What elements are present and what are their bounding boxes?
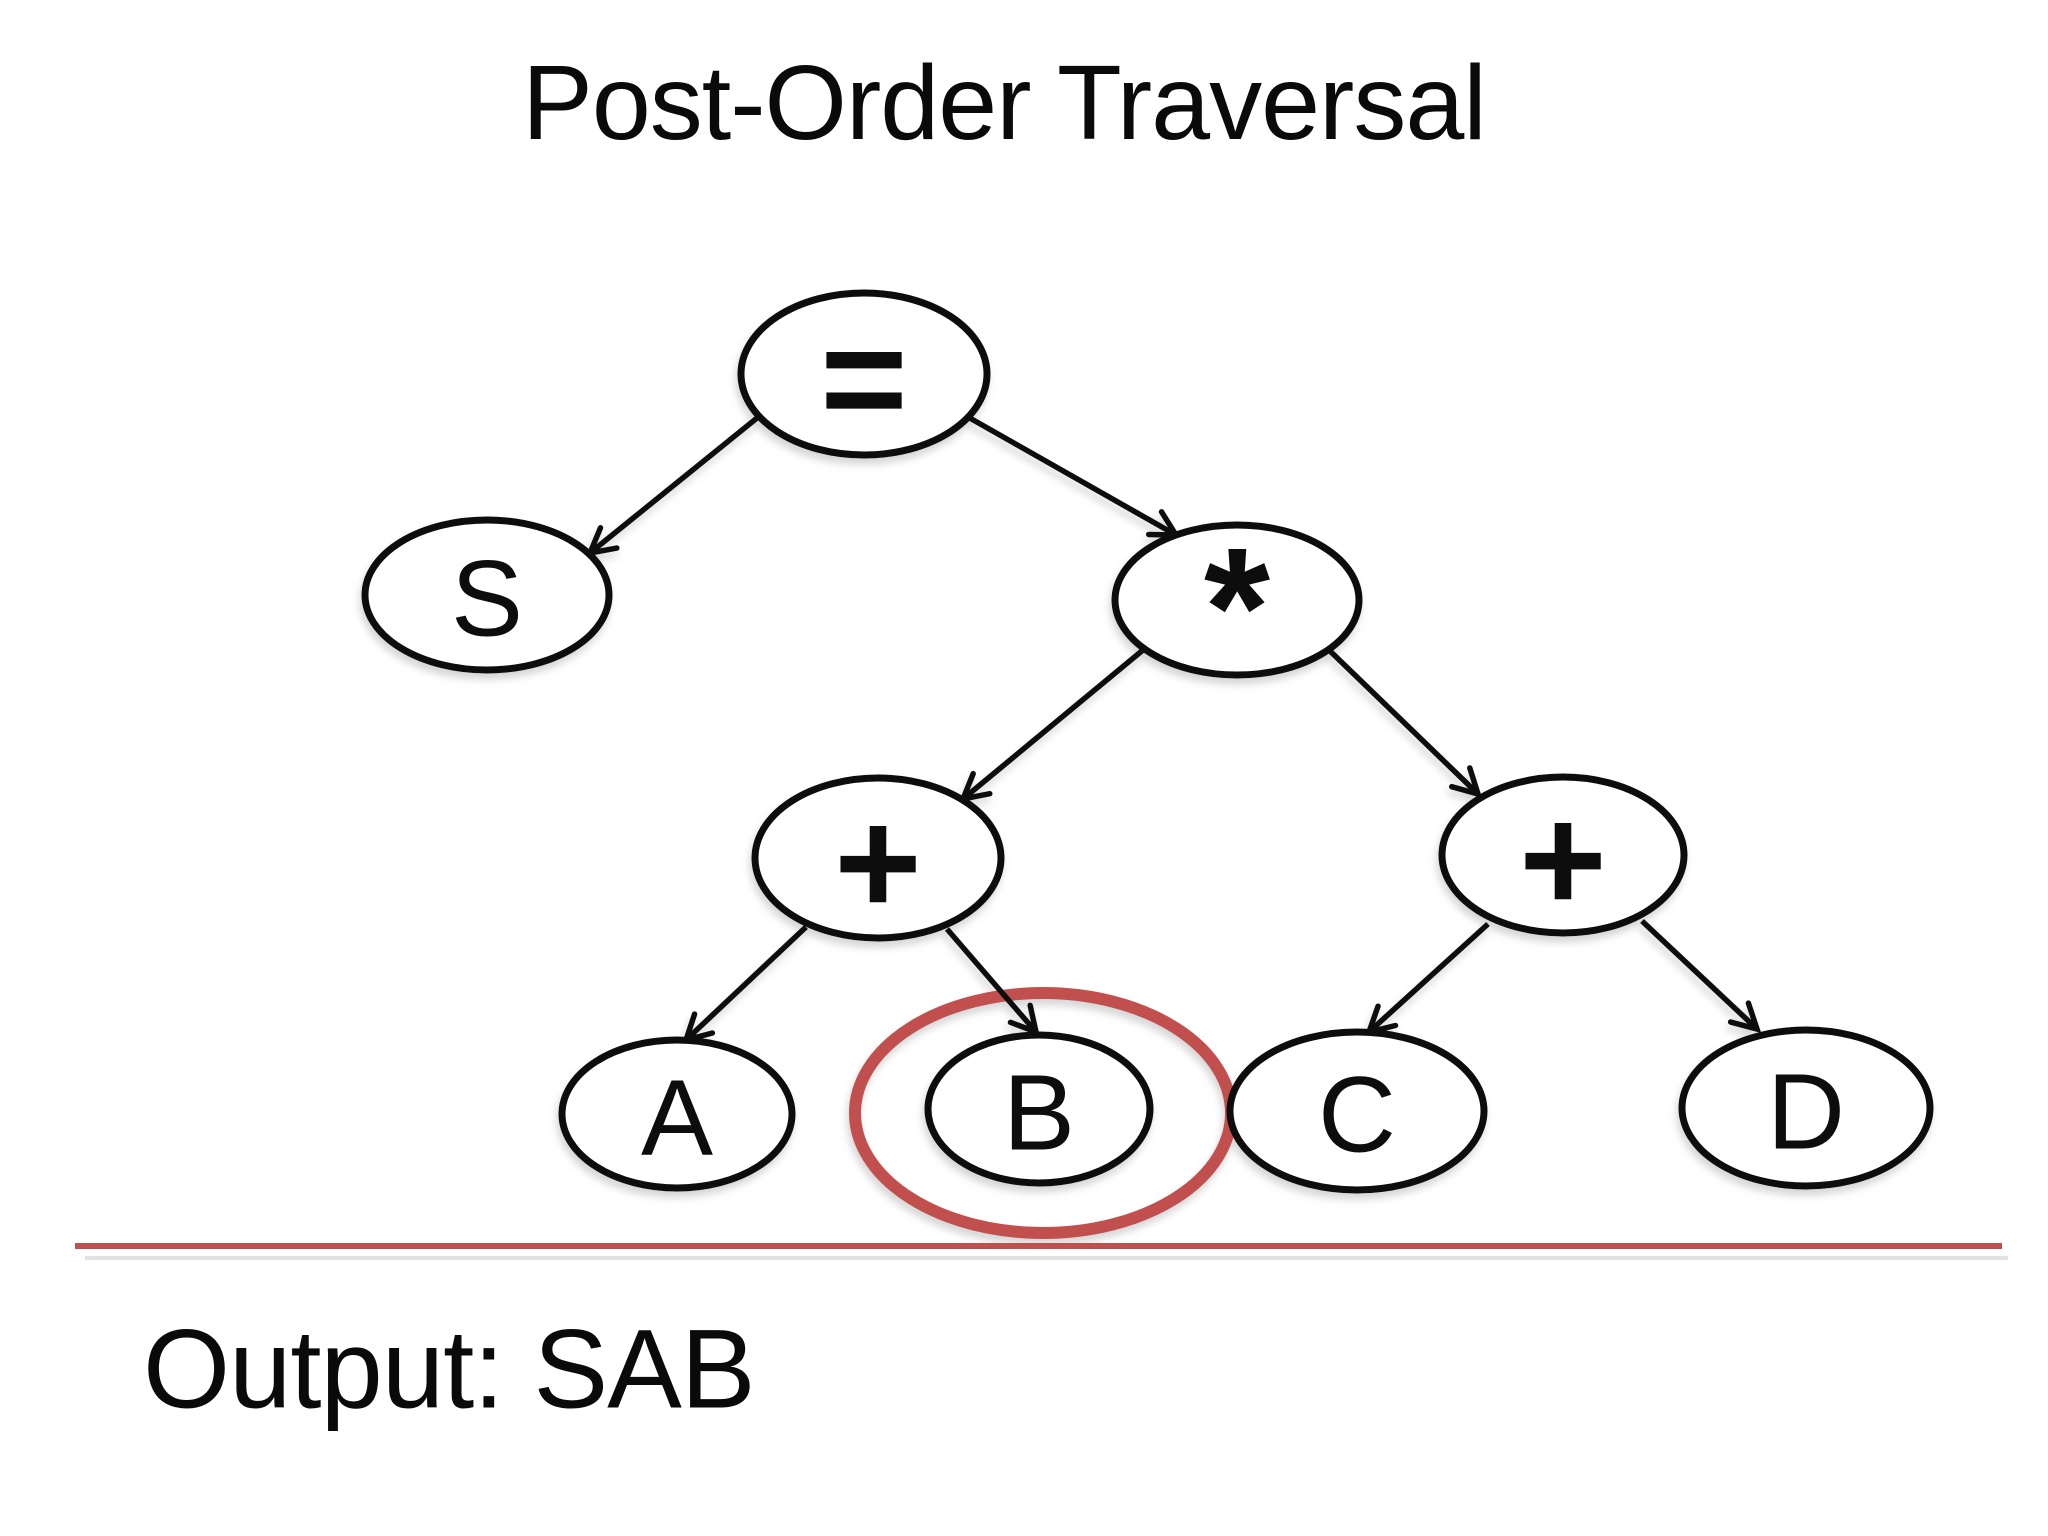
node-ellipse-equals: [737, 289, 991, 459]
node-ellipse-s: [361, 516, 613, 674]
node-label-a: A: [641, 1057, 713, 1178]
node-ellipse-plus-left: [751, 774, 1005, 942]
node-label-s: S: [451, 538, 523, 659]
node-label-plus-left: +: [834, 778, 922, 946]
edge-equals-to-star: [966, 414, 1182, 538]
slide-title: Post-Order Traversal: [522, 44, 1486, 162]
node-ellipse-plus-right: [1438, 773, 1688, 937]
tree-node-star: *: [1111, 513, 1363, 703]
tree-node-a: A: [558, 1036, 796, 1192]
node-label-d: D: [1767, 1051, 1845, 1172]
edge-plus-right-to-d: [1640, 918, 1762, 1033]
tree-node-equals: =: [737, 289, 991, 462]
tree-shapes: = S * + + A: [361, 289, 1934, 1239]
edge-star-to-plus-left: [958, 647, 1145, 803]
node-label-plus-right: +: [1519, 775, 1607, 943]
edge-plus-left-to-a: [681, 924, 808, 1044]
node-ellipse-d: [1678, 1026, 1934, 1190]
edge-plus-left-to-b: [944, 927, 1040, 1037]
node-label-star: *: [1204, 513, 1270, 703]
output-text: Output: SAB: [143, 1307, 755, 1432]
tree-node-plus-right: +: [1438, 773, 1688, 943]
node-ellipse-c: [1226, 1028, 1488, 1194]
tree-node-b: B: [924, 1031, 1154, 1187]
node-label-c: C: [1318, 1054, 1396, 1175]
tree-node-plus-left: +: [751, 774, 1005, 946]
edge-plus-right-to-c: [1364, 921, 1490, 1036]
node-label-b: B: [1003, 1052, 1075, 1173]
edge-star-to-plus-right: [1328, 649, 1483, 799]
node-ellipse-b: [924, 1031, 1154, 1187]
tree-node-s: S: [361, 516, 613, 674]
tree-node-c: C: [1226, 1028, 1488, 1194]
tree-node-d: D: [1678, 1026, 1934, 1190]
node-label-equals: =: [820, 294, 908, 462]
node-ellipse-star: [1111, 521, 1363, 679]
edge-equals-to-s: [585, 415, 759, 557]
node-ellipse-a: [558, 1036, 796, 1192]
